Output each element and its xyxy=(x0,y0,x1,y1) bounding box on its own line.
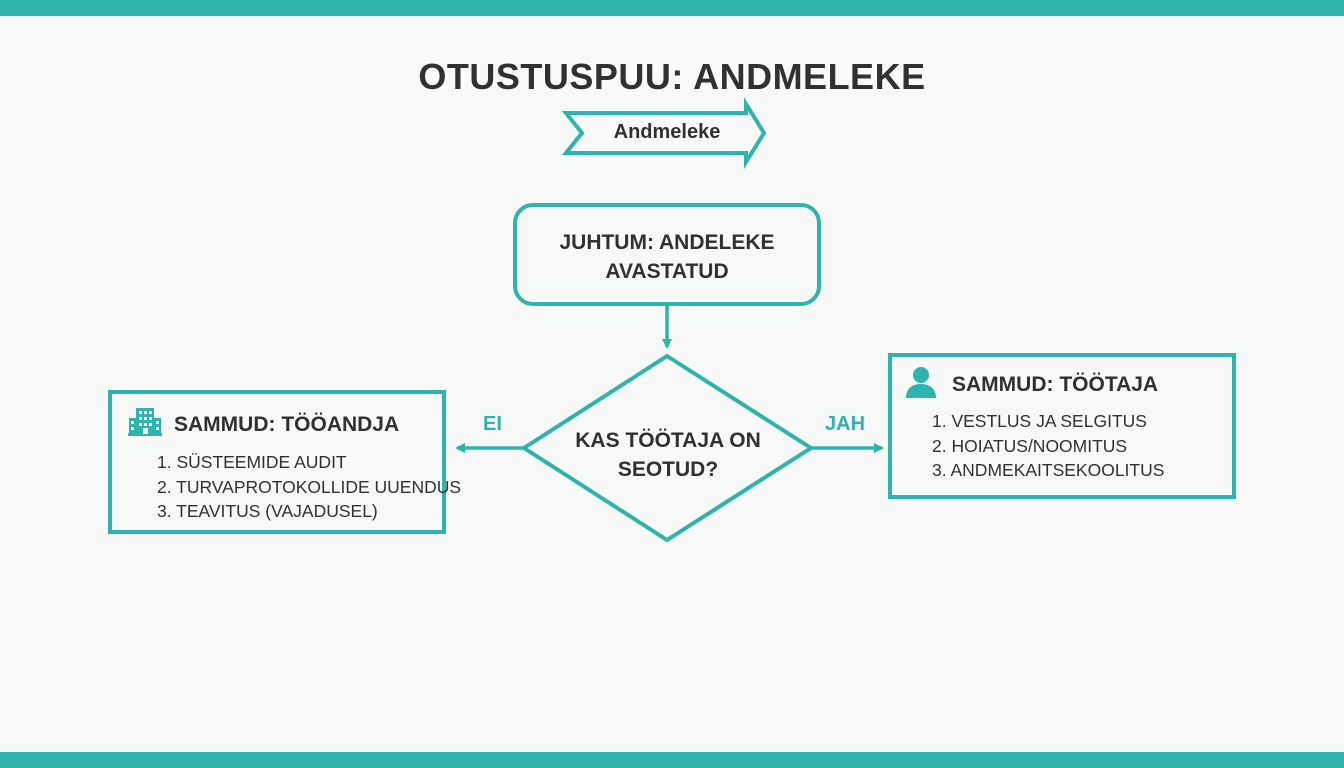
decision-text: KAS TÖÖTAJA ON SEOTUD? xyxy=(548,426,788,484)
employee-step: 3. ANDMEKAITSEKOOLITUS xyxy=(932,460,1165,480)
employer-step: 1. SÜSTEEMIDE AUDIT xyxy=(157,452,347,472)
decision-line-2: SEOTUD? xyxy=(617,458,719,481)
page-title: OTUSTUSPUU: ANDMELEKE xyxy=(418,56,926,97)
decision-diamond xyxy=(520,353,815,543)
banner-label: Andmeleke xyxy=(613,121,721,143)
top-accent-bar xyxy=(0,0,1344,16)
start-node-line-1: JUHTUM: ANDELEKE xyxy=(559,231,775,254)
employee-step: 1. VESTLUS JA SELGITUS xyxy=(932,411,1147,431)
bottom-accent-bar xyxy=(0,752,1344,768)
start-node-line-2: AVASTATUD xyxy=(605,260,729,283)
employer-panel-box xyxy=(108,390,446,534)
decision-line-1: KAS TÖÖTAJA ON xyxy=(575,429,761,452)
employee-panel-heading: SAMMUD: TÖÖTAJA xyxy=(952,373,1159,396)
employee-panel-box xyxy=(888,353,1236,499)
employee-step: 2. HOIATUS/NOOMITUS xyxy=(932,435,1128,456)
person-icon xyxy=(906,367,936,398)
start-node-text: JUHTUM: ANDELEKE AVASTATUD xyxy=(515,228,819,286)
employer-steps-list: 1. SÜSTEEMIDE AUDIT 2. TURVAPROTOKOLLIDE… xyxy=(157,450,461,524)
employee-steps-list: 1. VESTLUS JA SELGITUS 2. HOIATUS/NOOMIT… xyxy=(932,409,1164,483)
employer-step: 3. TEAVITUS (VAJADUSEL) xyxy=(157,501,378,521)
yes-branch-label: JAH xyxy=(825,413,866,435)
banner-ribbon xyxy=(561,96,767,170)
no-branch-label: EI xyxy=(483,413,502,435)
employer-step: 2. TURVAPROTOKOLLIDE UUENDUS xyxy=(157,476,462,497)
building-icon xyxy=(128,408,162,436)
employer-panel-heading: SAMMUD: TÖÖANDJA xyxy=(174,413,400,436)
